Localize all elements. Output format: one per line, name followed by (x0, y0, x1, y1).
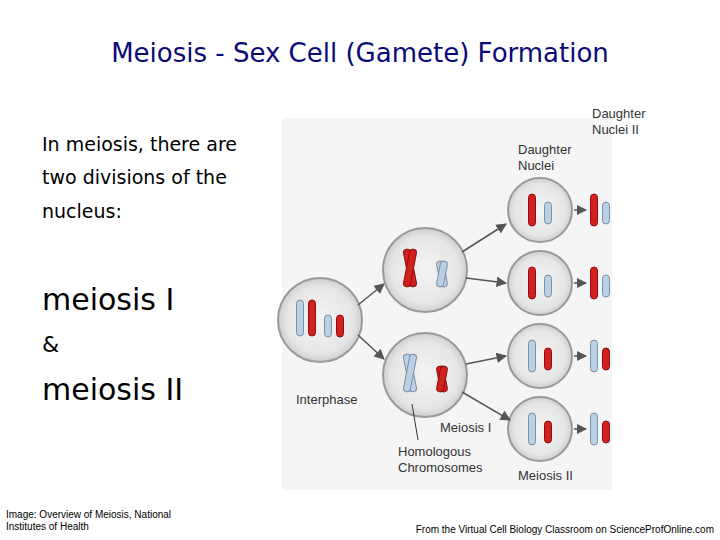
chromosome (297, 300, 304, 336)
chromosome (545, 348, 552, 370)
division-arrow (466, 278, 506, 283)
chromosome (325, 315, 332, 337)
chromosome (309, 300, 316, 336)
intro-text: In meiosis, there are two divisions of t… (42, 128, 272, 228)
chromatid-pair (436, 366, 448, 393)
leader-line (412, 404, 418, 440)
chromosome (603, 421, 610, 443)
stage-label: Daughter Nuclei (518, 142, 578, 173)
chromatid-pair (403, 249, 417, 288)
chromosome (603, 202, 610, 224)
chromosome (545, 421, 552, 443)
division-arrow (358, 284, 384, 305)
division-arrow (574, 355, 586, 357)
connector-word: & (42, 332, 59, 358)
chromosome (337, 315, 344, 337)
chromosome (529, 194, 536, 226)
chromosome (603, 348, 610, 370)
division-arrow (462, 224, 506, 252)
division-arrow (466, 356, 506, 364)
stage-label: Daughter Nuclei II (592, 106, 662, 137)
chromosome (545, 275, 552, 297)
nucleus-circle (383, 333, 467, 417)
nucleus-circle (508, 178, 572, 242)
chromosome (529, 267, 536, 299)
nucleus-circle (278, 278, 362, 362)
nucleus-circle (383, 228, 467, 312)
chromosome (591, 267, 598, 299)
stage-label: Meiosis I (440, 420, 491, 436)
division-name: meiosis II (42, 372, 183, 408)
chromatid-pair (436, 261, 448, 288)
callout-label: Homologous Chromosomes (398, 444, 498, 475)
chromosome (603, 275, 610, 297)
division-name: meiosis I (42, 282, 174, 318)
division-arrow (574, 282, 586, 284)
nucleus-circle (508, 251, 572, 315)
chromatid-pair (403, 354, 417, 393)
chromosome (591, 340, 598, 372)
chromatid-pair (403, 249, 417, 288)
chromatid-pair (436, 366, 448, 393)
slide-title: Meiosis - Sex Cell (Gamete) Formation (0, 38, 720, 68)
division-arrow (574, 209, 586, 211)
division-arrow (574, 428, 586, 430)
image-credit: Image: Overview of Meiosis, National Ins… (6, 509, 191, 533)
chromosome (529, 413, 536, 445)
chromatid-pair (403, 354, 417, 393)
chromatid-pair (436, 261, 448, 288)
stage-label: Interphase (296, 392, 357, 408)
chromosome (545, 202, 552, 224)
division-arrow (358, 335, 384, 359)
chromosome (529, 340, 536, 372)
chromosome (591, 194, 598, 226)
nucleus-circle (508, 397, 572, 461)
nucleus-circle (508, 324, 572, 388)
source-credit: From the Virtual Cell Biology Classroom … (416, 524, 714, 536)
stage-label: Meiosis II (518, 468, 573, 484)
division-arrow (462, 392, 510, 420)
chromosome (591, 413, 598, 445)
